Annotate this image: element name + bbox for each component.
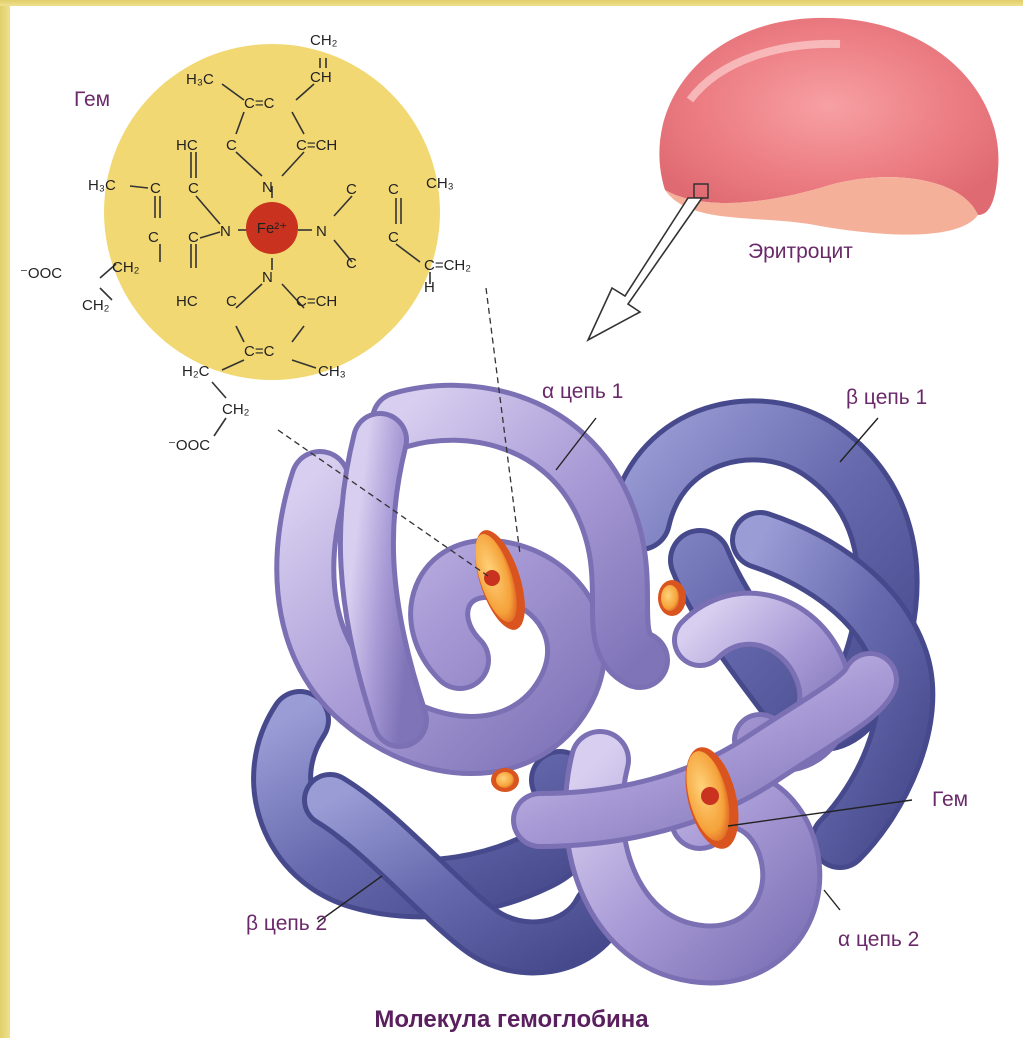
protein-chains — [282, 413, 905, 955]
svg-text:C=C: C=C — [244, 95, 275, 112]
svg-text:CH: CH — [310, 69, 332, 86]
svg-text:HC: HC — [176, 137, 198, 154]
svg-text:CH₃: CH₃ — [426, 175, 454, 192]
svg-text:C: C — [188, 229, 199, 246]
erythrocyte — [659, 18, 998, 235]
svg-text:CH₂: CH₂ — [222, 401, 250, 418]
svg-text:CH₂: CH₂ — [82, 297, 110, 314]
svg-text:C: C — [226, 293, 237, 310]
erythrocyte-label: Эритроцит — [748, 240, 853, 264]
svg-text:C: C — [346, 181, 357, 198]
zoom-arrow — [588, 198, 702, 340]
diagram-caption: Молекула гемоглобина — [0, 1006, 1023, 1034]
svg-text:H₃C: H₃C — [88, 177, 116, 194]
beta-chain-2-label: β цепь 2 — [246, 912, 327, 936]
svg-text:⁻OOC: ⁻OOC — [20, 265, 62, 282]
heme-label-top: Гем — [74, 88, 110, 112]
svg-text:N: N — [262, 179, 273, 196]
alpha-chain-2-label: α цепь 2 — [838, 928, 919, 952]
svg-text:C: C — [388, 229, 399, 246]
svg-text:CH₂: CH₂ — [112, 259, 140, 276]
svg-text:C: C — [346, 255, 357, 272]
svg-text:C: C — [226, 137, 237, 154]
svg-text:N: N — [220, 223, 231, 240]
svg-text:H: H — [424, 279, 435, 296]
svg-text:N: N — [316, 223, 327, 240]
beta-chain-1-label: β цепь 1 — [846, 386, 927, 410]
heme-group-beta1 — [658, 580, 686, 616]
iron-label: Fe²⁺ — [257, 220, 287, 237]
svg-text:C: C — [148, 229, 159, 246]
heme-label-bottom: Гем — [932, 788, 968, 812]
svg-text:N: N — [262, 269, 273, 286]
svg-text:HC: HC — [176, 293, 198, 310]
svg-text:C: C — [150, 180, 161, 197]
svg-text:C=CH₂: C=CH₂ — [424, 257, 471, 274]
svg-text:H₃C: H₃C — [186, 71, 214, 88]
svg-text:CH₂: CH₂ — [310, 32, 338, 49]
svg-text:C=CH: C=CH — [296, 137, 337, 154]
svg-text:C=CH: C=CH — [296, 293, 337, 310]
svg-text:C: C — [188, 180, 199, 197]
alpha-chain-1-label: α цепь 1 — [542, 380, 623, 404]
svg-text:C: C — [388, 181, 399, 198]
heme-group-beta2 — [491, 768, 519, 792]
svg-text:⁻OOC: ⁻OOC — [168, 437, 210, 454]
svg-text:C=C: C=C — [244, 343, 275, 360]
svg-text:H₂C: H₂C — [182, 363, 210, 380]
svg-text:CH₃: CH₃ — [318, 363, 346, 380]
